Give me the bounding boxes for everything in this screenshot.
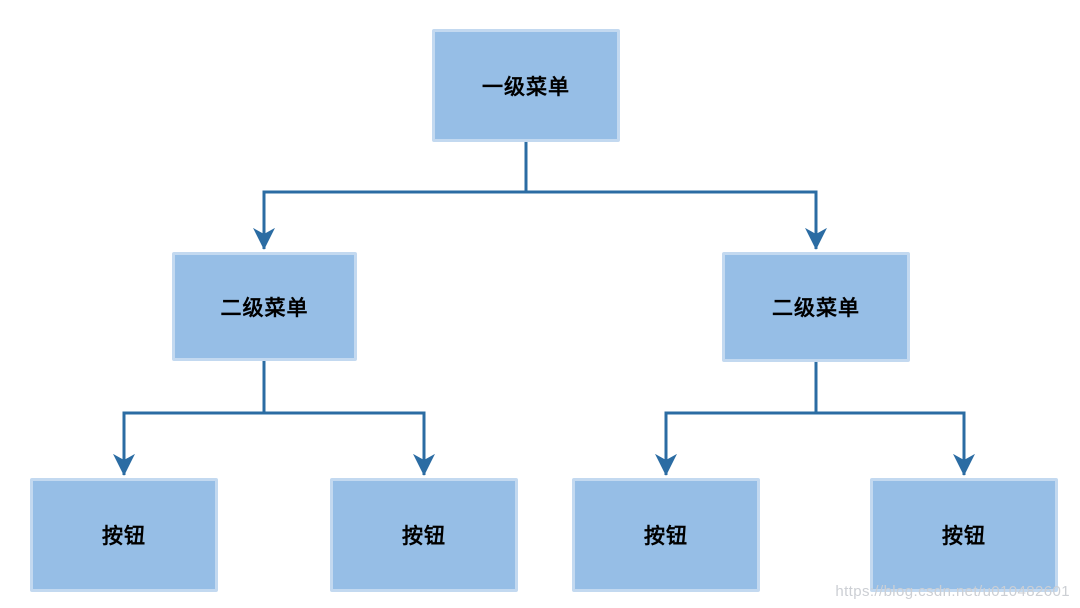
node-button-1-label: 按钮: [102, 525, 146, 548]
node-button-2: 按钮: [330, 478, 518, 592]
node-level2-menu-left: 二级菜单: [172, 252, 357, 361]
node-button-4-label: 按钮: [942, 525, 986, 548]
edge-menu2a-to-btn2: [262, 361, 435, 476]
watermark-text: https://blog.csdn.net/u010482601: [835, 583, 1070, 600]
node-button-1: 按钮: [30, 478, 218, 592]
node-level1-menu-label: 一级菜单: [482, 75, 570, 99]
edge-menu2a-to-btn1: [113, 361, 266, 476]
edge-menu2b-to-btn4: [814, 362, 975, 476]
node-level1-menu: 一级菜单: [432, 29, 620, 142]
edge-menu2b-to-btn3: [655, 362, 818, 476]
node-level2-menu-right: 二级菜单: [722, 252, 910, 362]
node-button-4: 按钮: [870, 478, 1058, 592]
node-button-2-label: 按钮: [402, 525, 446, 548]
node-level2-menu-right-label: 二级菜单: [772, 297, 860, 320]
node-level2-menu-left-label: 二级菜单: [220, 296, 309, 320]
node-button-3-label: 按钮: [644, 525, 688, 548]
edge-menu1-to-menu2a: [253, 142, 528, 250]
edge-menu1-to-menu2b: [524, 142, 827, 250]
node-button-3: 按钮: [572, 478, 760, 592]
